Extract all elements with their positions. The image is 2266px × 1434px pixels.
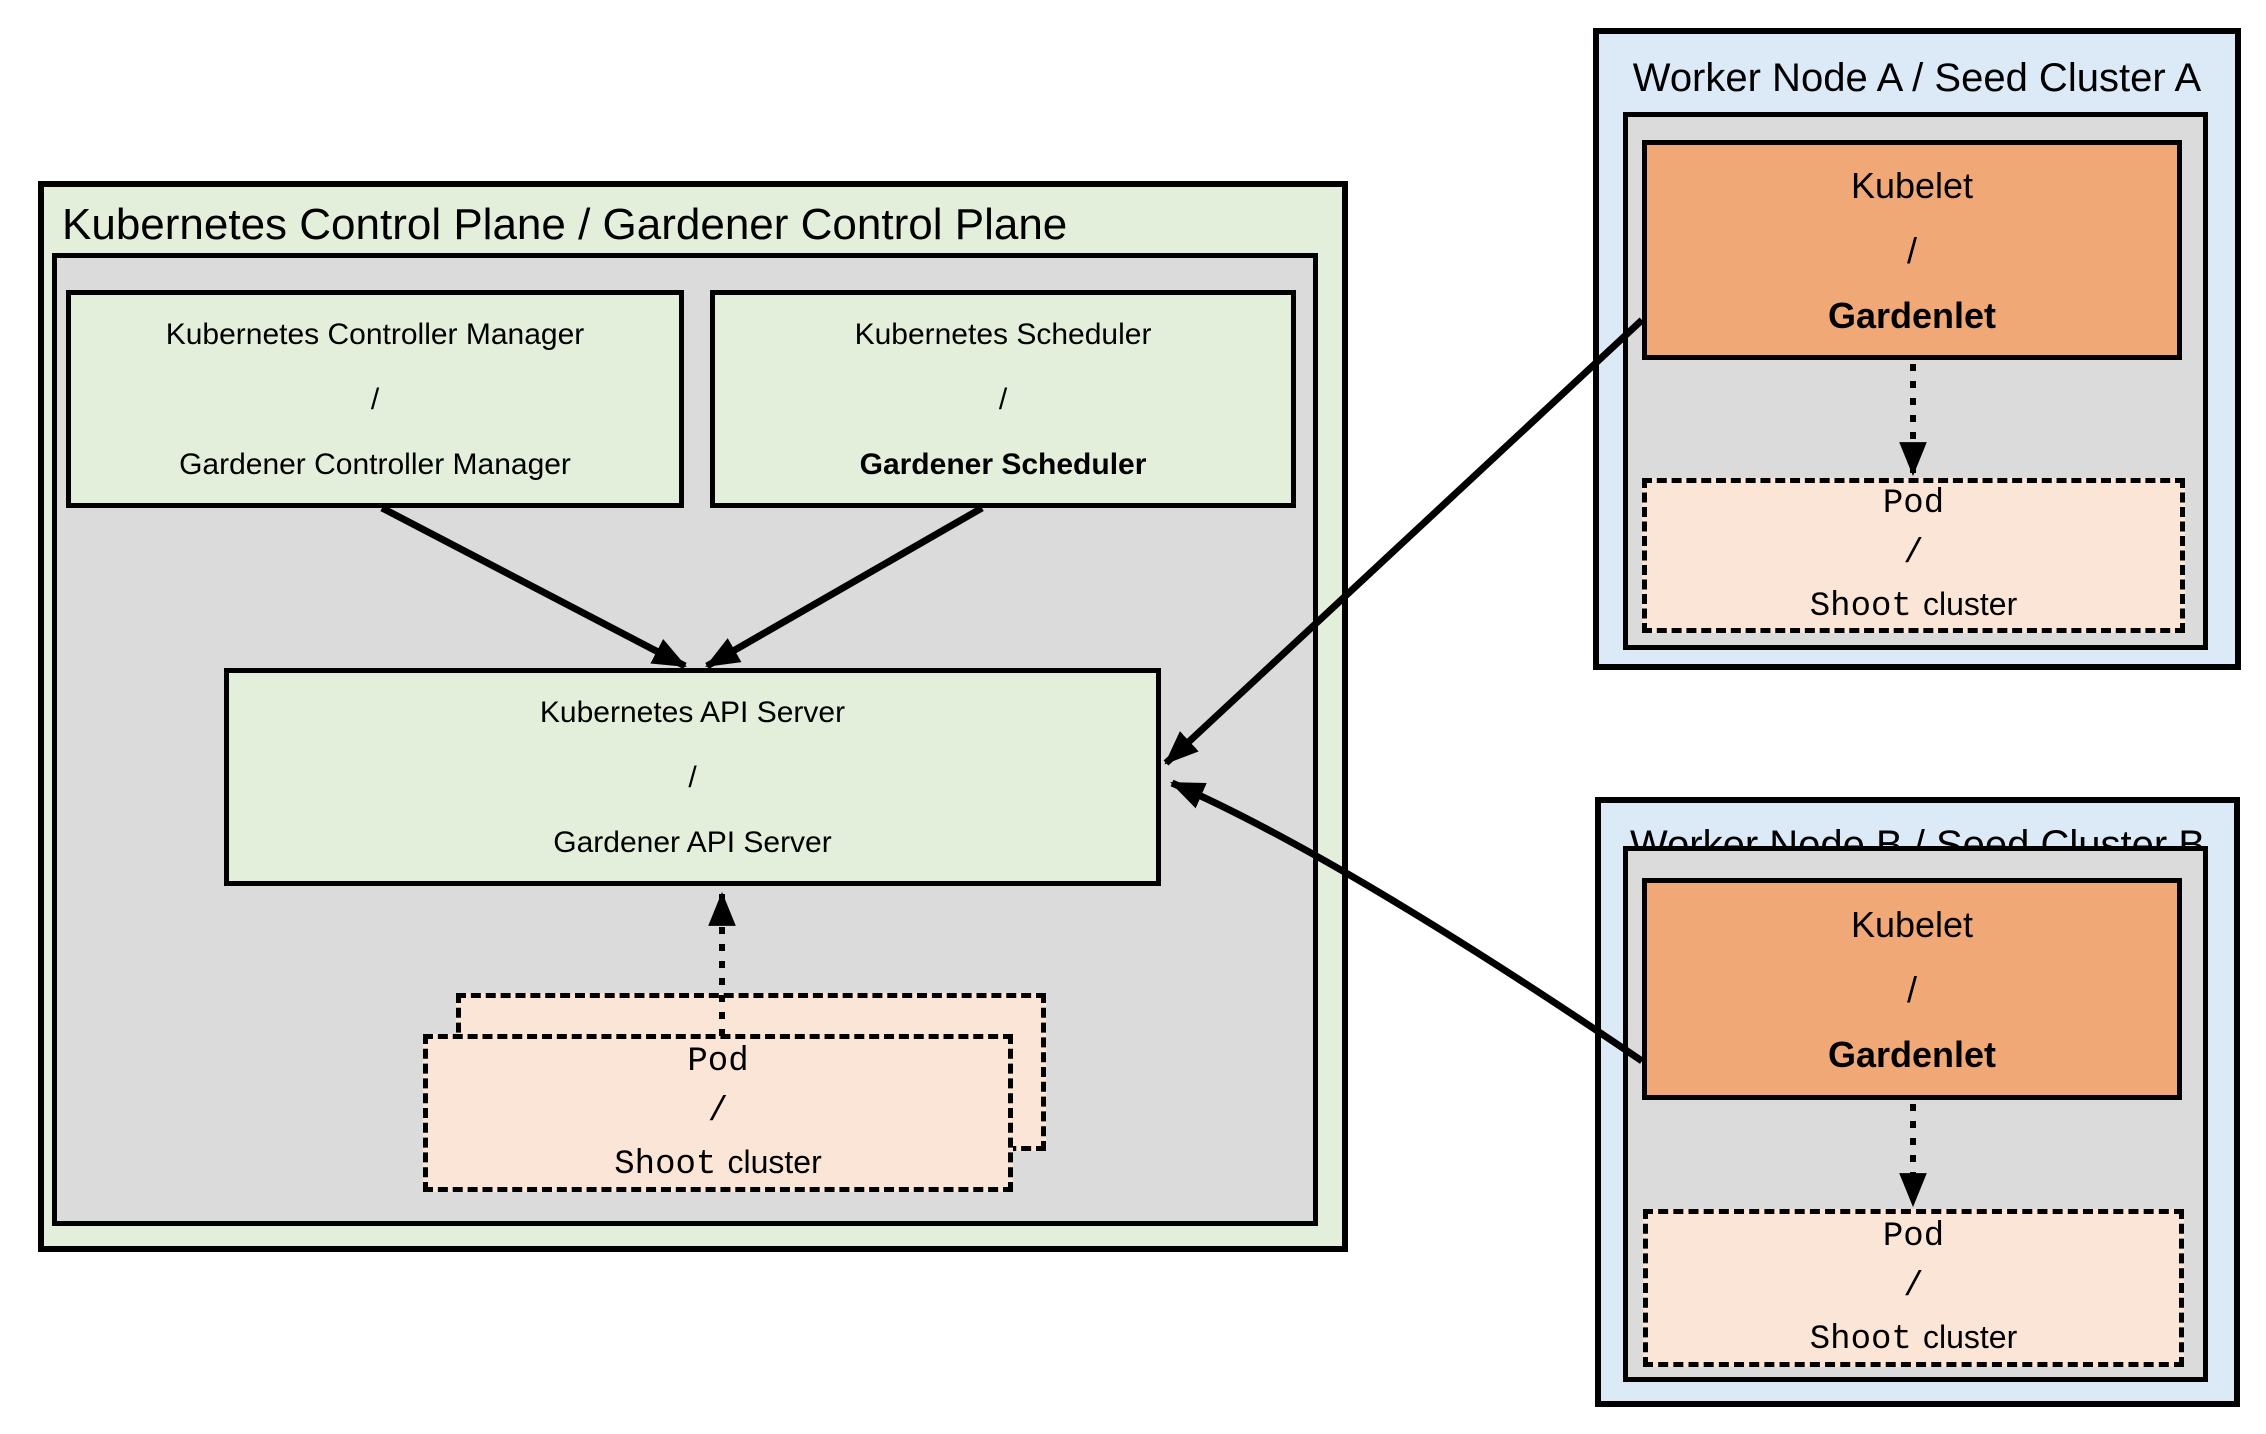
pod-shoot-box-front: Pod / Shoot cluster [423,1034,1013,1192]
control-plane-title: Kubernetes Control Plane / Gardener Cont… [62,200,1068,249]
kubelet-a-box: Kubelet / Gardenlet [1642,140,2182,360]
pod-line2-code: Shoot [614,1145,717,1184]
kubelet-b-line2: Gardenlet [1827,1033,1997,1075]
controller-manager-separator: / [370,382,380,416]
scheduler-line2: Gardener Scheduler [859,447,1147,481]
pod-b-separator: / [1903,1267,1924,1306]
api-server-line1: Kubernetes API Server [539,695,846,729]
pod-b-line1: Pod [1882,1217,1945,1256]
controller-manager-line2: Gardener Controller Manager [179,447,571,481]
pod-b-line2: Shoot cluster [1810,1312,2017,1365]
kubelet-b-line1: Kubelet [1850,903,1974,945]
api-server-separator: / [688,760,697,794]
pod-shoot-box-a: Pod / Shoot cluster [1642,478,2185,633]
pod-a-line2-text: cluster [1922,586,2018,622]
pod-line2: Shoot cluster [614,1137,821,1190]
scheduler-separator: / [998,382,1008,416]
worker-node-a-title: Worker Node A / Seed Cluster A [1632,56,2202,100]
kubelet-a-line2: Gardenlet [1827,294,1997,336]
kubelet-a-separator: / [1906,229,1917,271]
pod-a-separator: / [1903,535,1924,573]
kubelet-b-box: Kubelet / Gardenlet [1642,878,2182,1100]
pod-b-line2-code: Shoot [1809,1320,1912,1359]
pod-a-line2: Shoot cluster [1810,579,2017,632]
api-server-box: Kubernetes API Server / Gardener API Ser… [224,668,1161,886]
pod-a-line2-code: Shoot [1809,588,1912,626]
pod-a-line1: Pod [1882,485,1945,523]
pod-shoot-box-b: Pod / Shoot cluster [1643,1209,2184,1367]
scheduler-box: Kubernetes Scheduler / Gardener Schedule… [710,290,1296,508]
scheduler-line1: Kubernetes Scheduler [854,317,1152,351]
kubelet-b-separator: / [1906,968,1917,1010]
controller-manager-line1: Kubernetes Controller Manager [165,317,585,351]
controller-manager-box: Kubernetes Controller Manager / Gardener… [66,290,684,508]
kubelet-a-line1: Kubelet [1850,164,1974,206]
api-server-line2: Gardener API Server [553,825,832,859]
pod-b-line2-text: cluster [1922,1318,2018,1355]
pod-separator: / [707,1092,729,1131]
pod-line2-text: cluster [727,1143,822,1180]
pod-line1: Pod [687,1042,749,1081]
